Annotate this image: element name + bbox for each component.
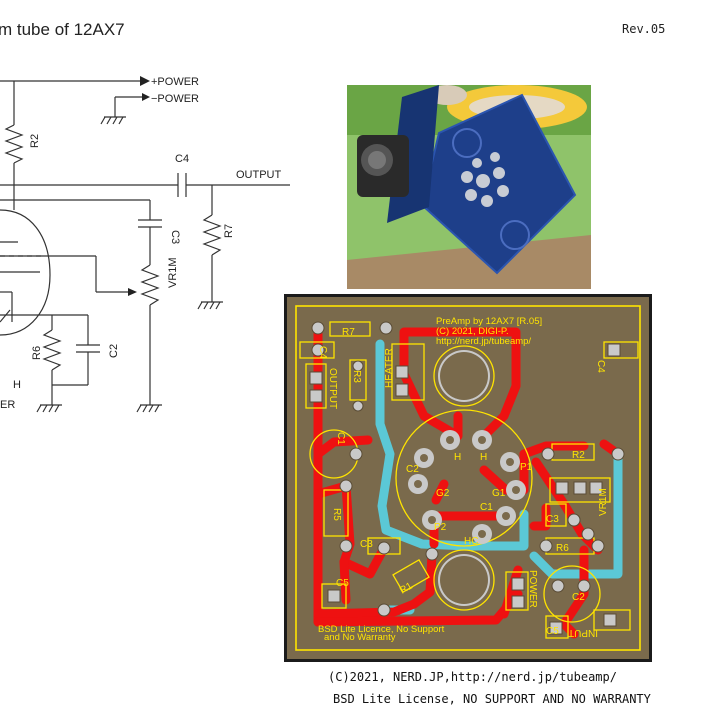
r7-label: R7 <box>223 224 235 238</box>
pcb-p2: P2 <box>434 522 447 533</box>
vr1m-label: VR1M <box>167 257 179 288</box>
er-label: ER <box>0 399 15 411</box>
pcb-output: OUTPUT <box>327 368 338 409</box>
pcb-r2: R2 <box>572 450 585 461</box>
pcb-header-2: (C) 2021, DIGI-P. <box>436 326 509 337</box>
pcb-g2: G2 <box>436 488 450 499</box>
pcb-c3-left: C3 <box>360 539 373 550</box>
pcb-vr1m: VR1M <box>598 488 609 516</box>
pcb-heater: HEATER <box>384 348 395 388</box>
pcb-g1: G1 <box>492 488 506 499</box>
pcb-r6: R6 <box>556 543 569 554</box>
pcb-c3-right: C3 <box>546 514 559 525</box>
pcb-p1: P1 <box>520 462 533 473</box>
revision-label: Rev.05 <box>622 22 666 36</box>
pcb-c4-left: C4 <box>317 346 328 359</box>
schematic: +POWER −POWER R2 C4 OUTPUT C3 R7 VR1M R6… <box>0 76 290 413</box>
pcb-header-1: PreAmp by 12AX7 [R.05] <box>436 316 542 327</box>
r2-label: R2 <box>29 134 41 148</box>
pcb-r7: R7 <box>342 327 355 338</box>
pcb-c1-socket: C1 <box>480 502 493 513</box>
pcb-layout: PreAmp by 12AX7 [R.05] (C) 2021, DIGI-P.… <box>284 294 652 662</box>
h-label: H <box>13 379 21 391</box>
c3-label: C3 <box>169 230 181 244</box>
pcb-r3: R3 <box>351 370 362 383</box>
output-label: OUTPUT <box>236 169 282 181</box>
pcb-c2-socket: C2 <box>406 464 419 475</box>
pcb-h1: H <box>454 452 461 463</box>
pcb-footer-2: and No Warranty <box>324 632 396 643</box>
r6-label: R6 <box>31 346 43 360</box>
c2-label: C2 <box>108 344 120 358</box>
pcb-power: POWER <box>527 570 538 608</box>
pcb-c4-right: C4 <box>595 360 606 373</box>
board-photo <box>347 85 591 289</box>
license-line: BSD Lite License, NO SUPPORT AND NO WARR… <box>333 692 651 706</box>
pcb-r5: R5 <box>331 508 342 521</box>
minus-power-label: −POWER <box>151 93 199 105</box>
plus-power-label: +POWER <box>151 76 199 88</box>
pcb-header-3: http://nerd.jp/tubeamp/ <box>436 336 531 347</box>
pcb-h2: H <box>480 452 487 463</box>
pcb-c2-right: C2 <box>572 592 585 603</box>
page-title: m tube of 12AX7 <box>0 20 125 39</box>
pcb-c1-left: C1 <box>335 432 346 445</box>
pcb-input: INPUT <box>568 627 598 638</box>
pcb-c5-left: C5 <box>336 578 349 589</box>
pcb-hc: HC <box>464 536 478 547</box>
pcb-footer-1: BSD Lite Licence, No Support <box>318 624 445 635</box>
copyright-line: (C)2021, NERD.JP,http://nerd.jp/tubeamp/ <box>328 670 617 684</box>
pcb-c5-right: C5 <box>546 626 559 637</box>
c4-label: C4 <box>175 153 189 165</box>
